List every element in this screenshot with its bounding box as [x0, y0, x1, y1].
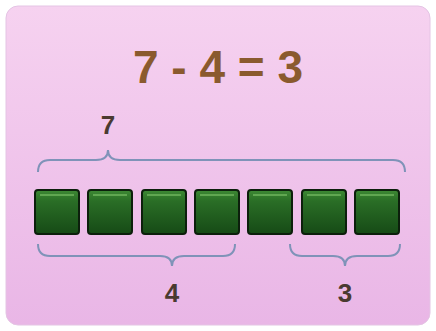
- panel: [6, 6, 430, 325]
- count-label: 3: [338, 280, 352, 306]
- brace-top: [38, 150, 405, 172]
- brace-bottom: [38, 244, 400, 266]
- highlights: [40, 194, 394, 196]
- equation-title: 7 - 4 = 3: [133, 44, 303, 90]
- count-label: 4: [165, 280, 179, 306]
- count-label: 7: [101, 112, 115, 138]
- blocks: [35, 190, 399, 234]
